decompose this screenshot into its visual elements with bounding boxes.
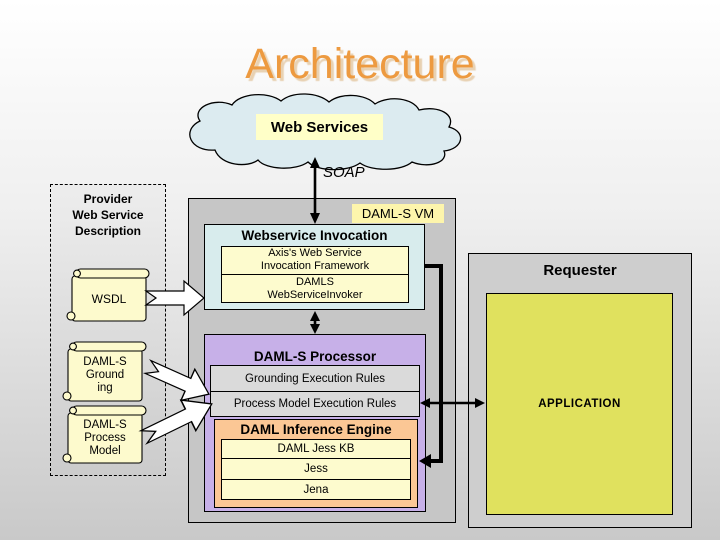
grounding-rules-label: Grounding Execution Rules — [245, 372, 385, 385]
inference-layers-box — [221, 439, 411, 500]
inference-layer-jess: Jess — [304, 462, 328, 475]
cloud-label-text: Web Services — [270, 118, 369, 136]
inference-divider-2 — [221, 479, 411, 480]
daml-inference-engine-title: DAML Inference Engine — [240, 422, 392, 437]
provider-dashed-box — [50, 184, 166, 476]
cloud-label: Web Services — [256, 114, 383, 140]
process-model-rules-label: Process Model Execution Rules — [233, 398, 397, 410]
webservice-invocation-title: Webservice Invocation — [241, 227, 388, 243]
wsdl-scroll-label: WSDL — [91, 291, 127, 306]
grounding-scroll-label: DAML-S Ground ing — [83, 355, 127, 394]
slide-title: Architecture — [245, 40, 475, 88]
inference-layer-jena: Jena — [303, 483, 329, 496]
provider-title: Provider Web Service Description — [72, 192, 144, 238]
inference-layer-kb: DAML Jess KB — [277, 442, 355, 455]
inference-divider-1 — [221, 458, 411, 459]
requester-title: Requester — [543, 261, 617, 279]
damls-vm-label-text: DAML-S VM — [361, 206, 435, 221]
process-model-scroll-label: DAML-S Process Model — [83, 418, 127, 457]
application-box — [486, 293, 673, 515]
damls-vm-label: DAML-S VM — [352, 204, 444, 223]
application-label: APPLICATION — [538, 398, 621, 410]
soap-label: SOAP — [323, 163, 365, 181]
invocation-cells-divider — [221, 274, 409, 275]
process-model-rules-row — [210, 391, 420, 417]
soap-arrow-head-up — [310, 157, 320, 168]
damls-processor-title: DAML-S Processor — [253, 348, 377, 364]
invocation-cell-axis: Axis's Web Service Invocation Framework — [260, 247, 370, 272]
invocation-cell-damls: DAMLS WebServiceInvoker — [267, 276, 363, 301]
